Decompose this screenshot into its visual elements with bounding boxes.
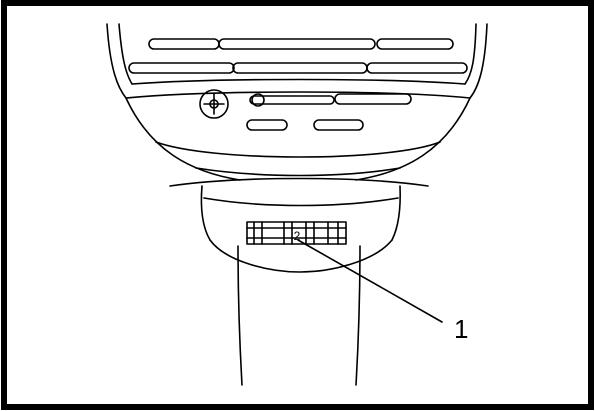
- callout-leader: [297, 239, 443, 323]
- indicator-light: [251, 93, 265, 107]
- screw-icon: [199, 89, 229, 119]
- head-body: [125, 97, 471, 187]
- vent-housing: [106, 23, 488, 99]
- neck-housing: [200, 185, 401, 273]
- callout-label-1: 1: [454, 314, 468, 344]
- speed-selector-wheel: [246, 221, 347, 245]
- dial-digit: 2: [294, 229, 301, 243]
- handle: [237, 245, 361, 386]
- vent-slots: [128, 38, 468, 131]
